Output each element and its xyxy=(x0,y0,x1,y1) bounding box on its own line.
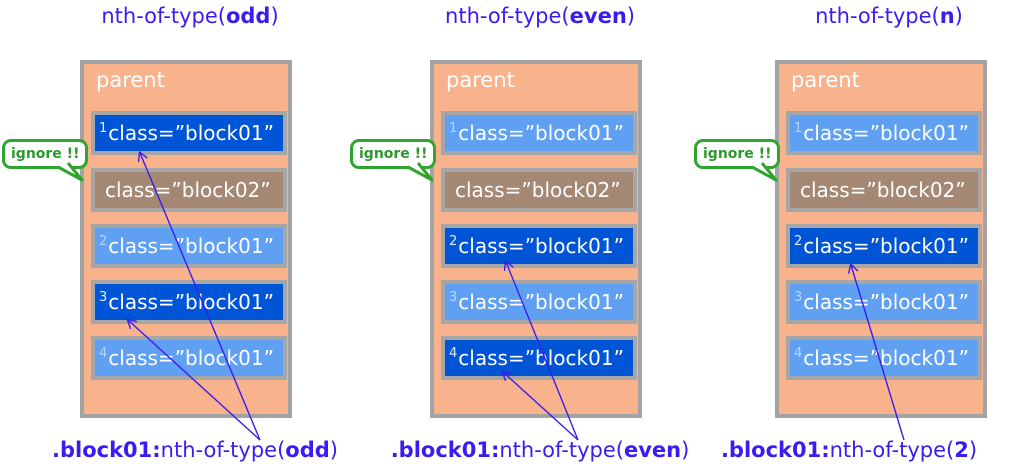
title-suffix: ) xyxy=(954,4,963,28)
title-prefix: nth-of-type( xyxy=(445,4,570,28)
panel-even: nth-of-type(even) parent 1class=”block01… xyxy=(350,0,689,470)
block-item: 1class=”block01” xyxy=(91,111,287,155)
block-label: class=”block01” xyxy=(108,290,274,314)
block-label: class=”block01” xyxy=(803,234,969,258)
arrow xyxy=(851,265,905,441)
selector-argument: odd xyxy=(285,438,330,462)
selector-class: .block01: xyxy=(390,438,500,462)
block-index: 3 xyxy=(99,290,108,306)
parent-label: parent xyxy=(791,68,860,92)
block-label: class=”block01” xyxy=(458,234,624,258)
parent-box: parent 1class=”block01” class=”block02” … xyxy=(430,60,642,418)
block-item: 3class=”block01” xyxy=(91,280,287,324)
block-item: class=”block02” xyxy=(441,168,637,212)
selector-label: .block01:nth-of-type(even) xyxy=(350,438,730,462)
block-item: 1class=”block01” xyxy=(786,111,982,155)
ignore-callout: ignore !! xyxy=(2,139,89,169)
block-label: class=”block01” xyxy=(108,346,274,370)
title-suffix: ) xyxy=(626,4,635,28)
title-prefix: nth-of-type( xyxy=(101,4,226,28)
block-item: 2class=”block01” xyxy=(786,224,982,268)
selector-suffix: ) xyxy=(968,438,978,462)
selector-label: .block01:nth-of-type(odd) xyxy=(0,438,390,462)
selector-class: .block01: xyxy=(52,438,161,462)
block-item: 2class=”block01” xyxy=(441,224,637,268)
block-label: class=”block01” xyxy=(108,121,274,145)
block-label: class=”block01” xyxy=(108,234,274,258)
selector-argument: 2 xyxy=(954,438,969,462)
block-label: class=”block02” xyxy=(105,178,271,202)
block-item: 1class=”block01” xyxy=(441,111,637,155)
block-index: 2 xyxy=(99,234,108,250)
selector-prefix: nth-of-type( xyxy=(160,438,286,462)
parent-box: parent 1class=”block01” class=”block02” … xyxy=(80,60,292,418)
block-item: 4class=”block01” xyxy=(91,336,287,380)
block-item: class=”block02” xyxy=(786,168,982,212)
block-item: 3class=”block01” xyxy=(786,280,982,324)
block-item: 3class=”block01” xyxy=(441,280,637,324)
block-index: 1 xyxy=(99,121,108,137)
block-label: class=”block01” xyxy=(803,346,969,370)
parent-box: parent 1class=”block01” class=”block02” … xyxy=(775,60,987,418)
callout-tail xyxy=(751,162,778,182)
selector-prefix: nth-of-type( xyxy=(829,438,955,462)
title-prefix: nth-of-type( xyxy=(815,4,940,28)
block-index: 2 xyxy=(449,234,458,250)
title-argument: even xyxy=(569,4,627,28)
selector-suffix: ) xyxy=(681,438,690,462)
block-index: 1 xyxy=(794,121,803,137)
title-suffix: ) xyxy=(270,4,279,28)
block-label: class=”block01” xyxy=(803,121,969,145)
parent-label: parent xyxy=(96,68,165,92)
selector-suffix: ) xyxy=(329,438,338,462)
panel-title: nth-of-type(even) xyxy=(350,4,730,28)
selector-argument: even xyxy=(623,438,682,462)
block-index: 2 xyxy=(794,234,803,250)
block-item: 4class=”block01” xyxy=(786,336,982,380)
block-label: class=”block02” xyxy=(800,178,966,202)
panel-odd: nth-of-type(odd) parent 1class=”block01”… xyxy=(0,0,338,470)
arrow xyxy=(503,372,579,441)
block-index: 4 xyxy=(449,346,458,362)
callout-tail xyxy=(407,162,434,182)
ignore-callout: ignore !! xyxy=(350,139,437,169)
panel-title: nth-of-type(n) xyxy=(694,4,1022,28)
arrow xyxy=(506,262,579,441)
callout-tail xyxy=(57,162,84,182)
ignore-callout: ignore !! xyxy=(694,139,781,169)
arrow xyxy=(128,320,261,441)
block-index: 3 xyxy=(449,290,458,306)
block-item: class=”block02” xyxy=(91,168,287,212)
panel-title: nth-of-type(odd) xyxy=(0,4,380,28)
block-label: class=”block02” xyxy=(455,178,621,202)
block-index: 4 xyxy=(794,346,803,362)
selector-label: .block01:nth-of-type(2) xyxy=(694,438,1004,462)
parent-label: parent xyxy=(446,68,515,92)
block-label: class=”block01” xyxy=(458,121,624,145)
block-label: class=”block01” xyxy=(803,290,969,314)
block-index: 1 xyxy=(449,121,458,137)
title-argument: odd xyxy=(225,4,271,28)
panel-n: nth-of-type(n) parent 1class=”block01” c… xyxy=(694,0,1022,470)
block-label: class=”block01” xyxy=(458,290,624,314)
block-item: 2class=”block01” xyxy=(91,224,287,268)
block-index: 4 xyxy=(99,346,108,362)
selector-class: .block01: xyxy=(720,438,830,462)
arrow xyxy=(140,153,261,441)
title-argument: n xyxy=(939,4,955,28)
block-index: 3 xyxy=(794,290,803,306)
selector-prefix: nth-of-type( xyxy=(499,438,624,462)
